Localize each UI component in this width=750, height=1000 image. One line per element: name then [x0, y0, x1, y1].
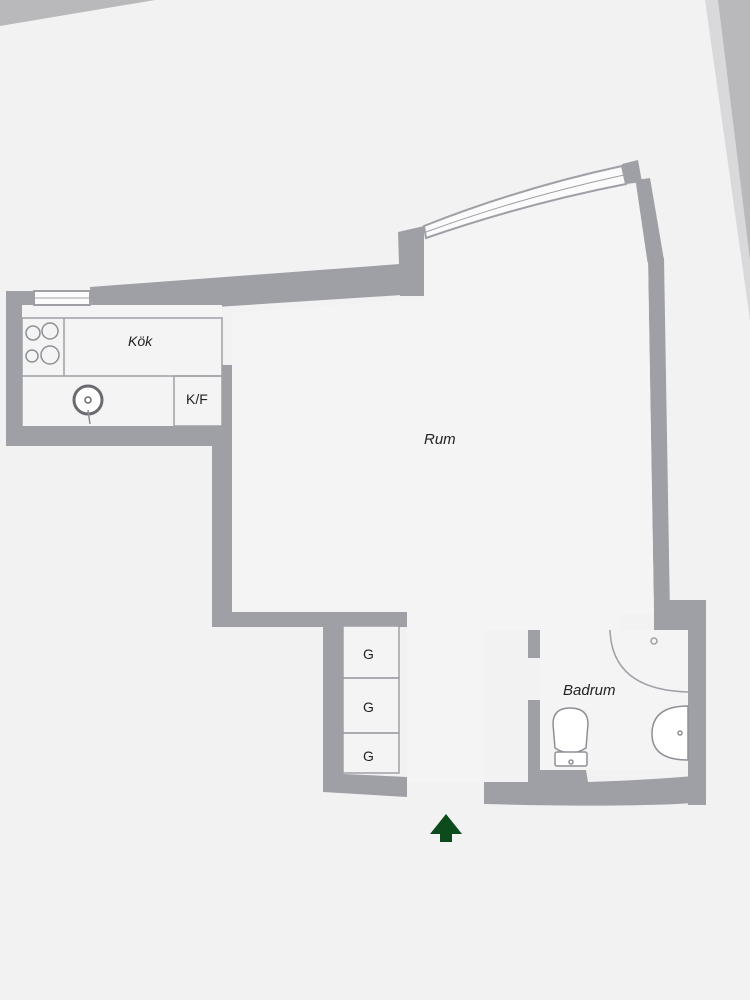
closet-top-wall	[323, 612, 407, 626]
closet-2-label: G	[363, 699, 374, 715]
shower-icon	[609, 629, 689, 693]
room-right-wall	[648, 258, 670, 615]
closet-bottom-wall	[323, 773, 407, 797]
window-right-frame	[636, 178, 664, 262]
window-notch-wall	[398, 226, 426, 296]
kitchen-left-wall	[6, 291, 22, 446]
closet-3-label: G	[363, 748, 374, 764]
kitchen-label: Kök	[128, 333, 153, 349]
kitchen-top-wall	[90, 264, 402, 315]
closet-left-wall	[323, 607, 343, 792]
kitchen-sink-icon	[72, 384, 104, 425]
bath-bottom-wall	[484, 770, 706, 806]
toilet-icon	[552, 707, 589, 767]
bath-left-wall	[528, 630, 540, 658]
bathroom-label: Badrum	[563, 682, 616, 699]
entrance-arrow-icon	[430, 814, 462, 842]
kitchen-bottom-wall	[6, 426, 232, 446]
closets	[342, 625, 400, 774]
closet-1-label: G	[363, 646, 374, 662]
closet-floor	[343, 626, 399, 774]
corner-pillar	[622, 160, 642, 184]
window-top-curved	[422, 164, 628, 240]
bath-right-wall	[688, 600, 706, 805]
windows	[33, 164, 649, 306]
kitchen-counter	[21, 317, 223, 427]
kitchen-divider-stub	[222, 365, 232, 431]
kitchen-left-top	[6, 291, 34, 305]
washbasin-icon	[651, 705, 689, 761]
bath-left-wall-low	[528, 700, 540, 790]
paper-fold-shadow	[705, 0, 750, 320]
room-left-wall	[212, 426, 232, 626]
fridge-freezer-label: K/F	[186, 391, 208, 407]
stove-icon	[25, 322, 60, 365]
window-right-slanted	[635, 179, 649, 263]
shower-head-icon	[650, 637, 658, 645]
main-room-label: Rum	[424, 431, 456, 448]
room-floor	[232, 184, 654, 782]
